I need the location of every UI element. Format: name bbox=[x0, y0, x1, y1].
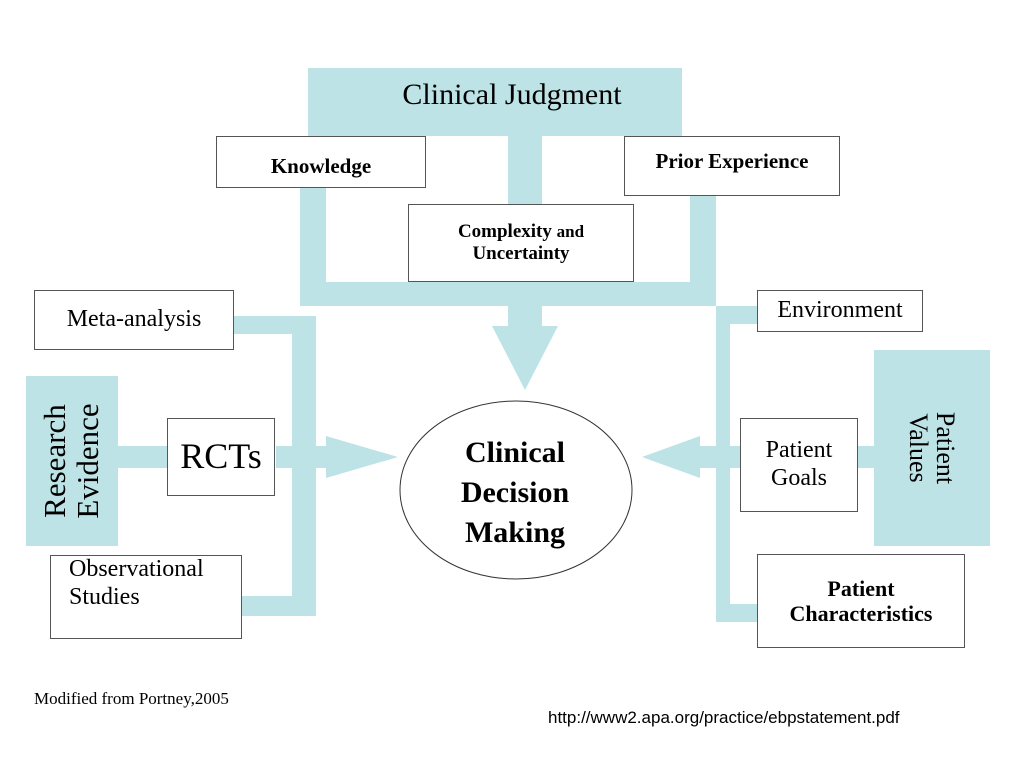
observational-box: Observational Studies bbox=[50, 555, 242, 639]
patient-characteristics-box: Patient Characteristics bbox=[757, 554, 965, 648]
complexity-word: Complexity bbox=[457, 221, 552, 243]
values-to-goals-bar bbox=[856, 446, 876, 468]
decision-label: Clinical Decision Making bbox=[420, 433, 610, 553]
and-word: and bbox=[556, 222, 585, 242]
evidence-line: Evidence bbox=[70, 403, 105, 519]
meta-analysis-label: Meta-analysis bbox=[66, 306, 202, 333]
patient-values-label: Patient Values bbox=[882, 350, 982, 546]
rct-link-bar bbox=[276, 446, 324, 468]
observational-line: Observational bbox=[69, 556, 204, 582]
citation-text: Modified from Portney,2005 bbox=[34, 689, 229, 708]
research-line: Research bbox=[37, 404, 73, 518]
knowledge-label: Knowledge bbox=[270, 153, 372, 178]
research-evidence-panel bbox=[26, 376, 118, 546]
environment-label: Environment bbox=[777, 297, 903, 324]
research-to-rct-bar bbox=[118, 446, 168, 468]
complexity-line1: Complexity and bbox=[458, 221, 584, 243]
knowledge-box: Knowledge bbox=[216, 136, 426, 188]
patient-values-line1: Patient bbox=[931, 411, 961, 485]
patient-char-line1: Patient bbox=[827, 575, 895, 601]
clinical-judgment-label: Clinical Judgment bbox=[402, 78, 622, 111]
research-evidence-label: Research Evidence bbox=[26, 376, 118, 546]
studies-line: Studies bbox=[69, 583, 140, 610]
rcts-label: RCTs bbox=[180, 436, 262, 477]
decision-line3: Making bbox=[464, 516, 566, 549]
prior-experience-box: Prior Experience bbox=[624, 136, 840, 196]
patient-goals-box: Patient Goals bbox=[740, 418, 858, 512]
environment-box: Environment bbox=[757, 290, 923, 332]
patient-goals-line2: Goals bbox=[771, 465, 827, 491]
rcts-box: RCTs bbox=[167, 418, 275, 496]
right-bracket-bottom bbox=[716, 604, 758, 622]
patient-char-line2: Characteristics bbox=[789, 601, 933, 626]
decision-line1: Clinical bbox=[464, 436, 565, 469]
right-arrow bbox=[316, 436, 398, 478]
down-arrow bbox=[492, 296, 558, 390]
left-arrow bbox=[642, 436, 716, 478]
complexity-box: Complexity and Uncertainty bbox=[408, 204, 634, 282]
patient-values-panel bbox=[874, 350, 990, 546]
left-bracket-bottom bbox=[242, 596, 316, 616]
uncertainty-line: Uncertainty bbox=[472, 243, 570, 264]
decision-line2: Decision bbox=[460, 476, 570, 509]
prior-experience-label: Prior Experience bbox=[655, 149, 809, 173]
clinical-judgment-banner bbox=[308, 68, 682, 136]
source-url[interactable]: http://www2.apa.org/practice/ebpstatemen… bbox=[548, 708, 900, 727]
meta-analysis-box: Meta-analysis bbox=[34, 290, 234, 350]
decision-ellipse bbox=[399, 400, 633, 580]
patient-goals-line1: Patient bbox=[765, 437, 833, 464]
patient-values-line2: Values bbox=[904, 413, 933, 483]
